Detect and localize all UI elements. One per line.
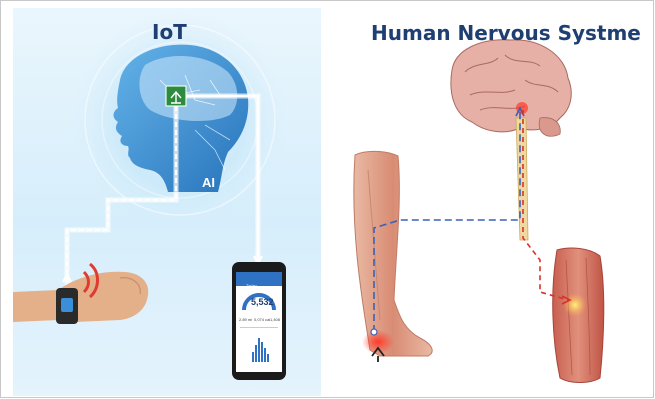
ai-chip-icon [166, 86, 186, 106]
phone-step-count: 5,532 [251, 297, 274, 307]
lower-leg-and-foot [354, 151, 432, 362]
spinal-cord [516, 118, 528, 240]
phone-date: Today [246, 283, 257, 288]
phone-active-minutes: 1,408 [270, 317, 280, 322]
muscle [553, 248, 604, 383]
iot-title: IoT [152, 20, 187, 44]
ai-label: AI [202, 175, 215, 190]
phone-distance: 2.89 mi [239, 317, 252, 322]
phone-calories: 0,074 cal [254, 317, 270, 322]
brain [451, 40, 571, 136]
nervous-system-title: Human Nervous Systme [371, 21, 641, 45]
wrist-with-band [13, 272, 148, 324]
